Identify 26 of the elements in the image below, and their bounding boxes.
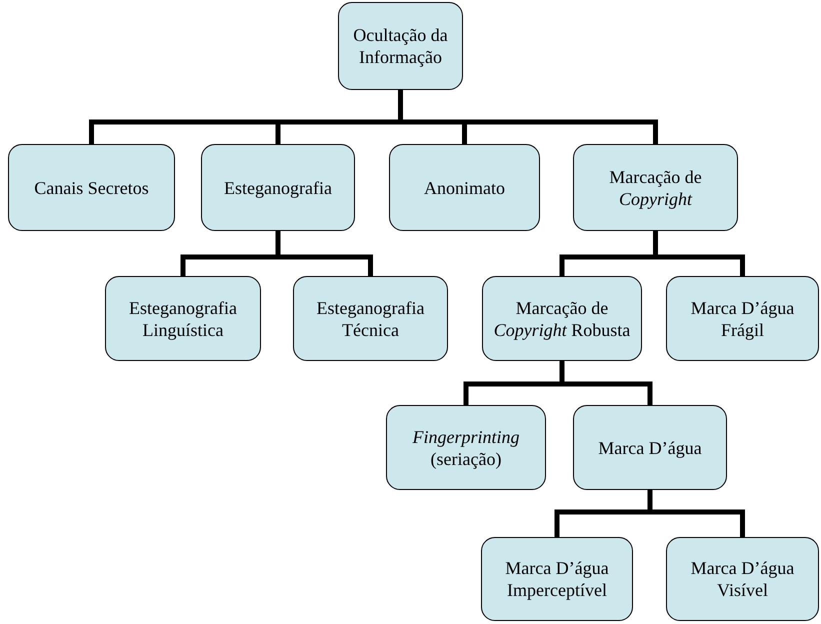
category-box bbox=[666, 537, 819, 621]
node-label: Ocultação da Informação bbox=[352, 24, 449, 68]
node-label: Marcação de Copyright bbox=[608, 166, 703, 210]
node-label: Marca D’água Frágil bbox=[690, 296, 796, 340]
node-label: Esteganografia Técnica bbox=[316, 296, 426, 340]
node-label: Esteganografia bbox=[224, 176, 332, 198]
category-box bbox=[105, 276, 261, 361]
node-label: Marca D’água bbox=[598, 436, 702, 458]
node-label: Fingerprinting (seriação) bbox=[412, 426, 520, 470]
category-box bbox=[481, 537, 633, 621]
node-label: Anonimato bbox=[424, 176, 505, 198]
node-label: Marcação de Copyright Robusta bbox=[492, 296, 632, 340]
category-box bbox=[482, 276, 642, 361]
node-label: Esteganografia Linguística bbox=[128, 296, 238, 340]
category-box bbox=[666, 276, 819, 361]
category-box bbox=[389, 144, 540, 231]
category-box bbox=[386, 405, 546, 490]
category-box bbox=[293, 276, 448, 361]
node-label: Marca D’água Imperceptível bbox=[504, 557, 610, 601]
category-box bbox=[201, 144, 355, 231]
node-label: Canais Secretos bbox=[34, 176, 149, 198]
category-box bbox=[338, 2, 463, 90]
category-box bbox=[8, 144, 175, 231]
category-box bbox=[573, 144, 738, 231]
category-box bbox=[573, 405, 727, 490]
node-label: Marca D’água Visível bbox=[690, 557, 796, 601]
